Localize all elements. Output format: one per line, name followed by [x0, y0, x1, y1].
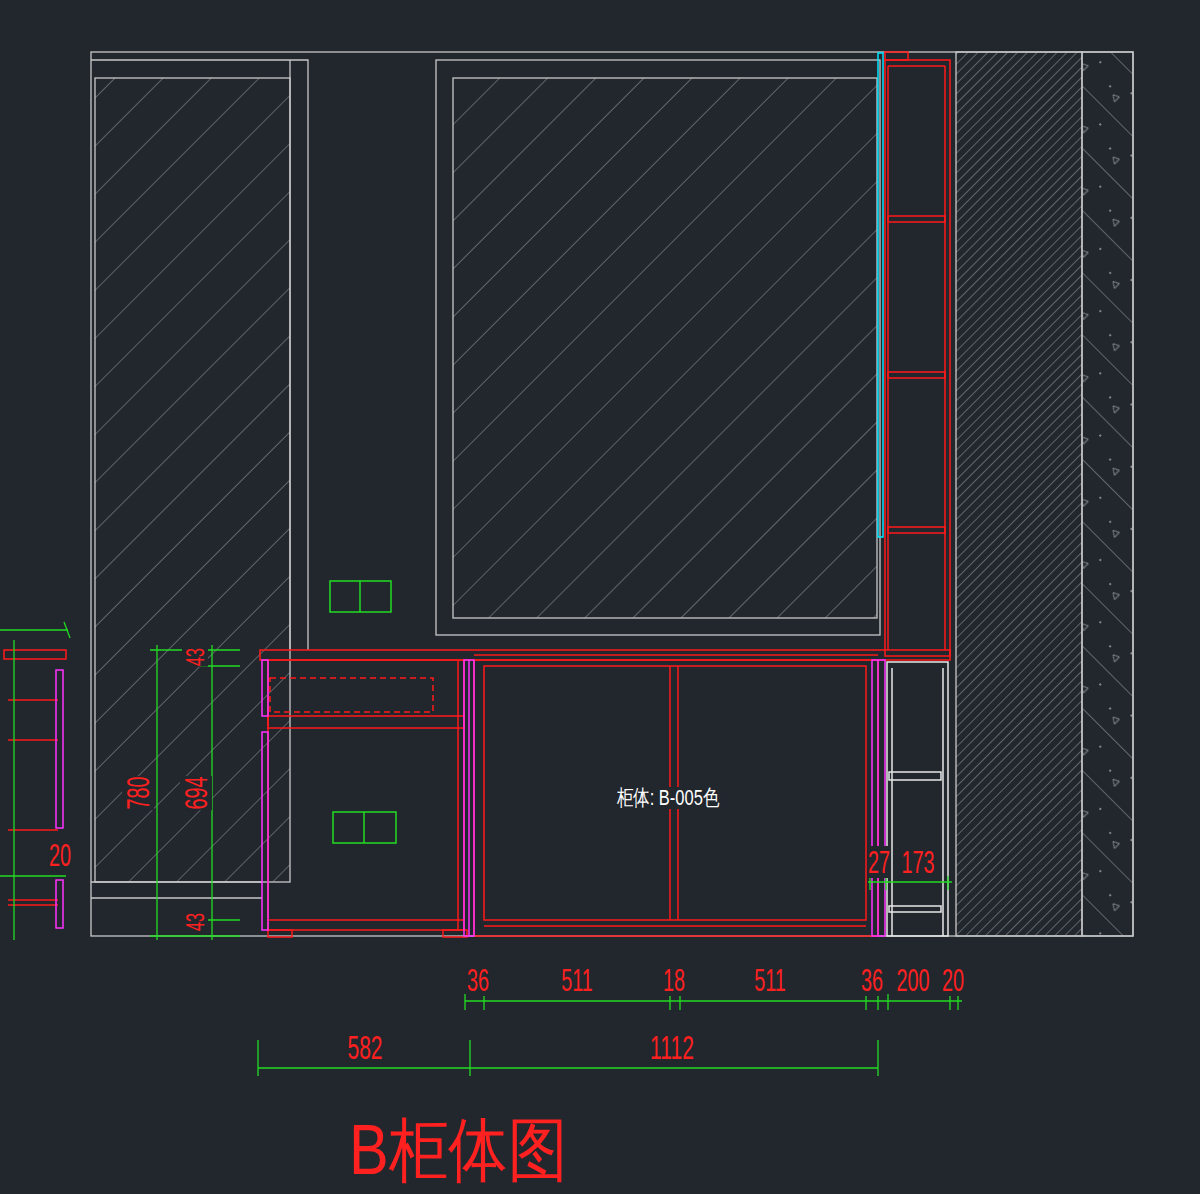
dimension-text: 173	[901, 846, 935, 878]
dimension-text: 43	[182, 912, 208, 931]
dimension-text: 511	[561, 964, 594, 996]
dimension-lines	[0, 622, 962, 1076]
dimension-text: 511	[754, 964, 787, 996]
dimension-text: 694	[180, 776, 212, 810]
dimension-text: 780	[122, 776, 154, 810]
room-outline	[91, 52, 1133, 936]
dimension-text: 27	[867, 846, 890, 878]
dimension-text: 36	[860, 964, 883, 996]
dimension-text: 18	[662, 964, 685, 996]
drawing-title: B柜体图	[348, 1115, 568, 1185]
edge-banding	[56, 660, 885, 936]
dimension-text: 36	[466, 964, 489, 996]
socket-symbol	[330, 581, 396, 843]
glass-edge	[878, 53, 883, 537]
cabinet-lines	[4, 52, 950, 937]
dimension-ticks	[465, 876, 958, 1010]
dimension-text: 200	[896, 964, 930, 996]
dimension-text: 1112	[649, 1030, 694, 1064]
open-shelf	[887, 662, 948, 936]
dimension-text: 20	[48, 839, 71, 871]
dimension-text: 20	[941, 964, 964, 996]
dimension-text: 43	[182, 647, 208, 666]
dimension-text: 582	[347, 1030, 383, 1064]
material-note: 柜体: B-005色	[616, 787, 720, 809]
